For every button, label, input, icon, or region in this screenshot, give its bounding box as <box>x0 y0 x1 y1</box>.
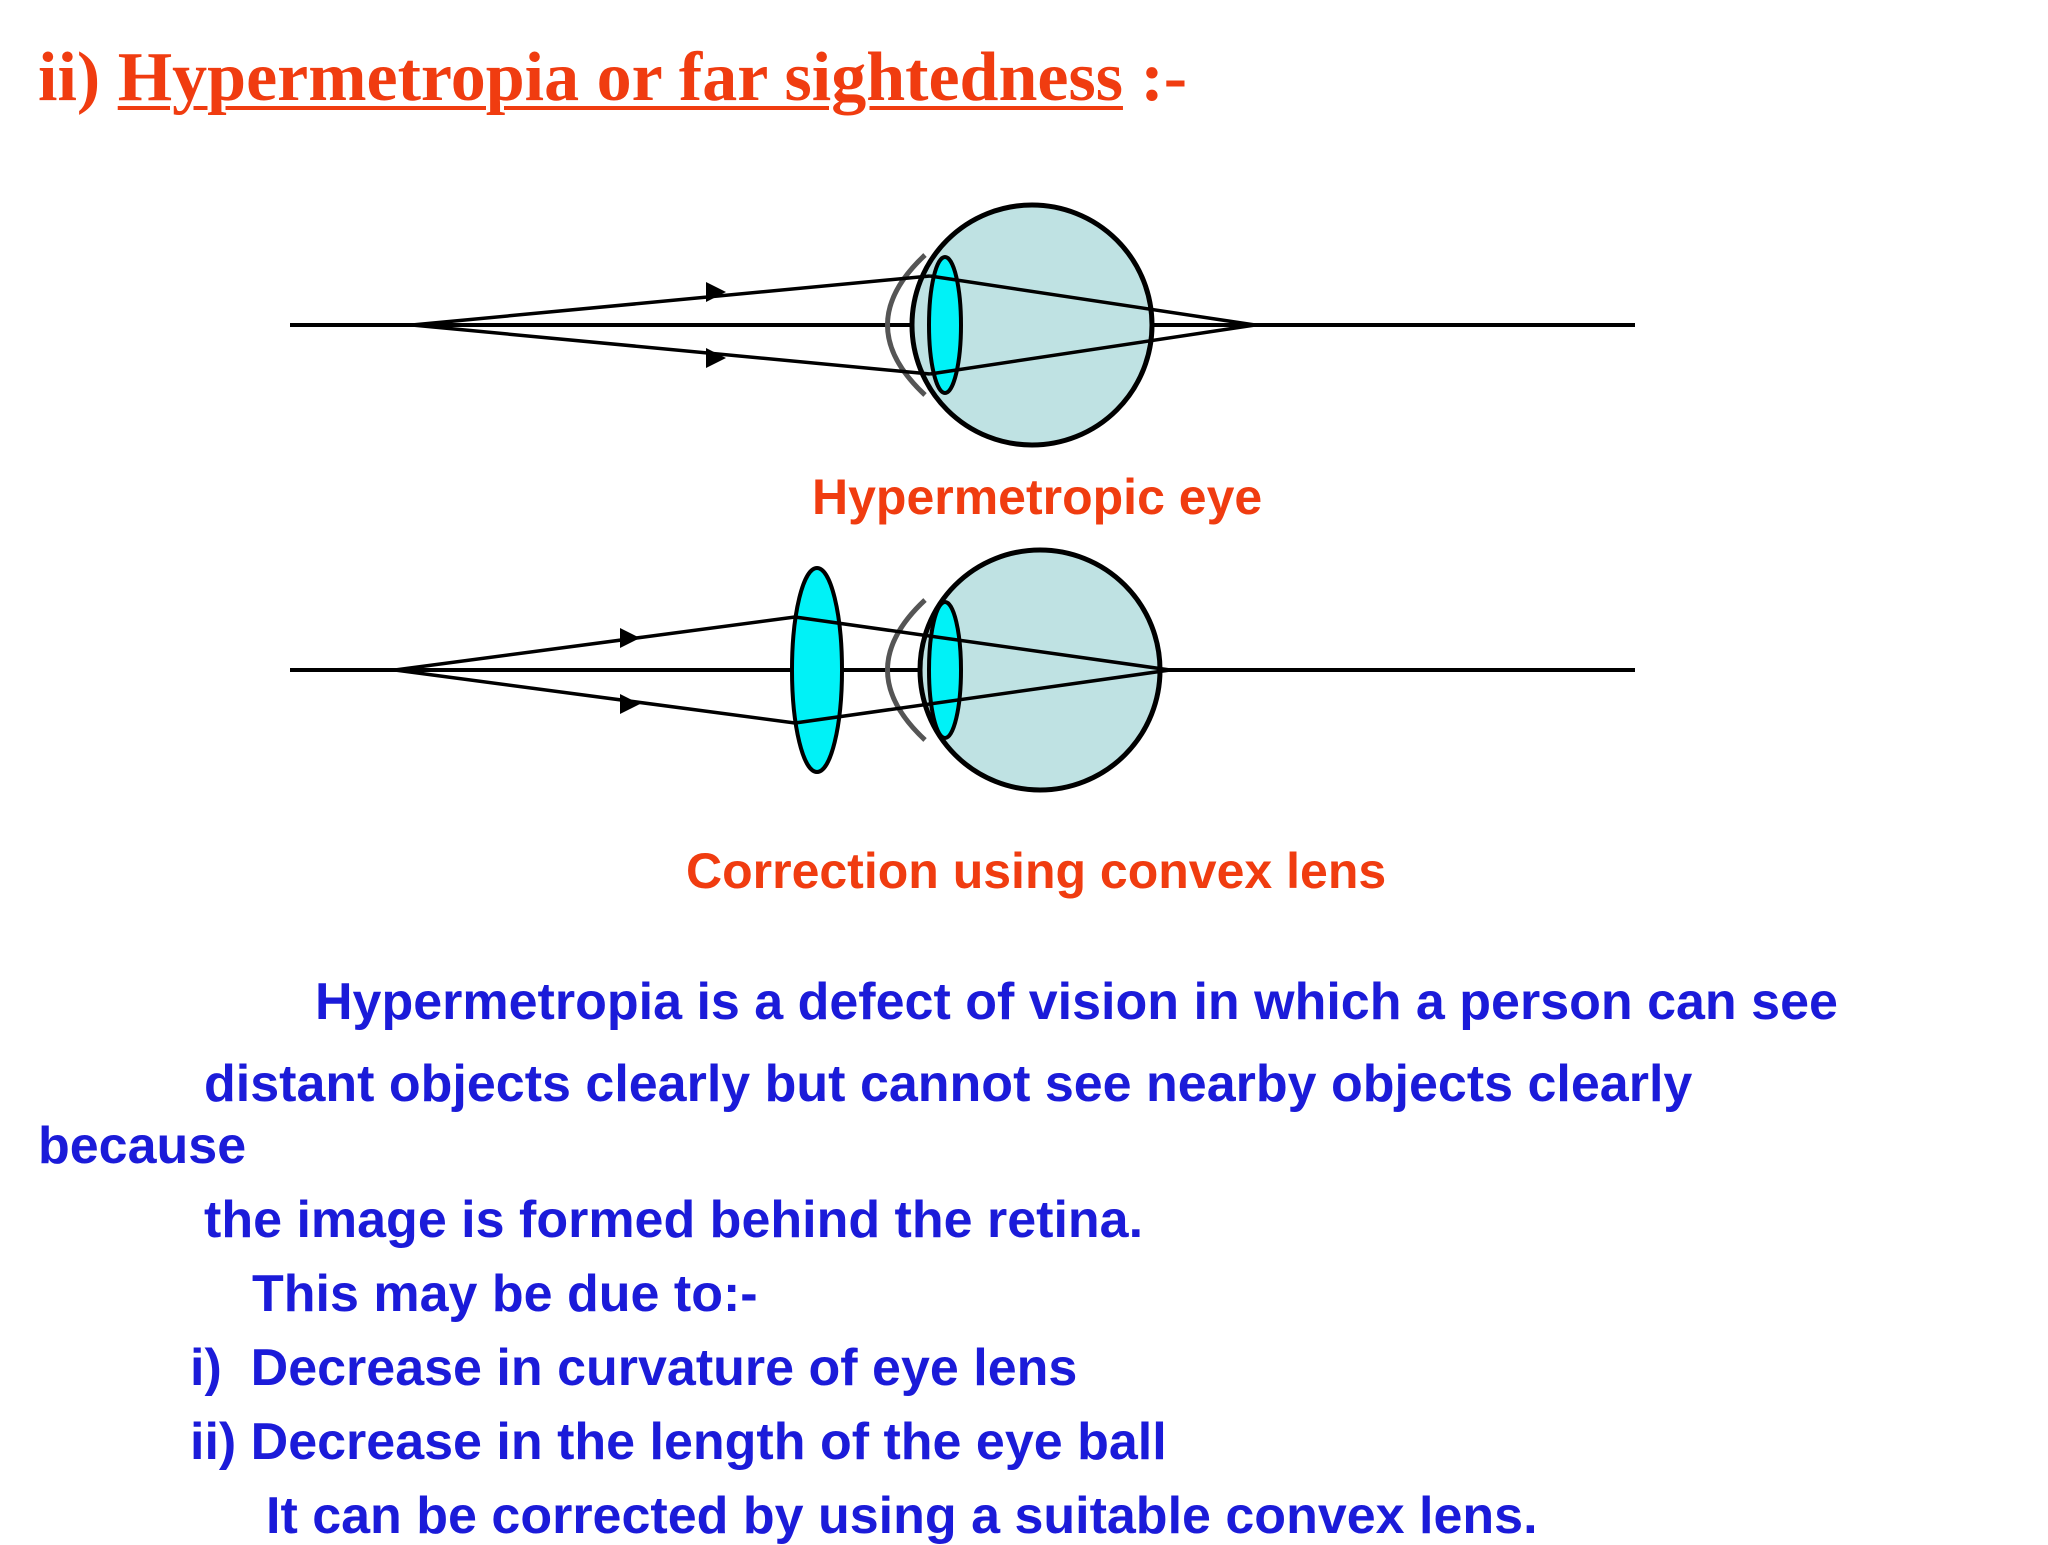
correction-diagram <box>290 547 1635 793</box>
ray-arrow-upper <box>706 282 726 302</box>
light-ray-upper <box>394 615 796 672</box>
refracted-ray-lower <box>929 323 1256 376</box>
title-main: Hypermetropia or far sightedness <box>117 39 1123 116</box>
caption-correction: Correction using convex lens <box>686 843 1387 899</box>
cornea <box>885 598 927 742</box>
ray-arrow-lower <box>620 694 640 714</box>
eye-lens <box>927 255 963 395</box>
correction-statement: It can be corrected by using a suitable … <box>266 1487 1538 1545</box>
refracted-ray-upper <box>794 615 1171 672</box>
causes-intro: This may be due to:- <box>252 1265 758 1323</box>
slide-title: ii) Hypermetropia or far sightedness :- <box>38 38 1187 119</box>
ray-arrow-upper <box>620 628 640 648</box>
eye-lens <box>927 600 963 740</box>
definition-line-4: the image is formed behind the retina. <box>204 1191 1144 1249</box>
cause-item-2: ii) Decrease in the length of the eye ba… <box>190 1413 1167 1471</box>
definition-line-2: distant objects clearly but cannot see n… <box>204 1055 1693 1113</box>
hypermetropic-eye-diagram <box>290 202 1635 448</box>
cause-item-1: i) Decrease in curvature of eye lens <box>190 1339 1078 1397</box>
convex-lens <box>790 566 844 774</box>
ray-arrow-lower <box>706 348 726 368</box>
refracted-ray-upper <box>929 274 1256 327</box>
title-prefix: ii) <box>38 39 118 116</box>
cornea <box>885 253 927 397</box>
definition-line-1: Hypermetropia is a defect of vision in w… <box>315 973 1838 1031</box>
refracted-ray-lower <box>794 668 1171 725</box>
light-ray-upper <box>411 274 931 327</box>
caption-hypermetropic-eye: Hypermetropic eye <box>812 469 1263 525</box>
light-ray-lower <box>411 323 931 376</box>
definition-line-3: because <box>38 1117 247 1175</box>
light-ray-lower <box>394 668 796 725</box>
eyeball <box>909 202 1155 448</box>
title-suffix: :- <box>1122 39 1188 116</box>
